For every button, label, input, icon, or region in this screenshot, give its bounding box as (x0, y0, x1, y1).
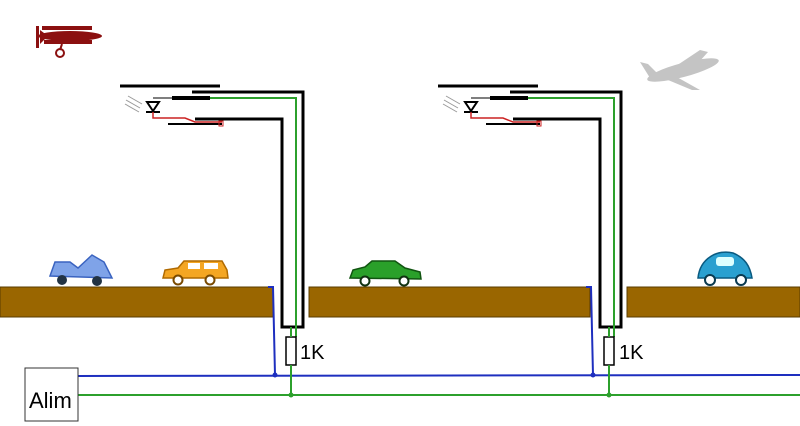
signal-wire (210, 97, 297, 337)
resistor (285, 336, 297, 366)
road-segment (626, 286, 800, 318)
wrecked-car-icon (48, 254, 114, 286)
green-car-icon (348, 260, 422, 287)
positive-bus-wire (77, 374, 800, 377)
resistor-label: 1K (619, 342, 644, 364)
sensor-unit (120, 84, 305, 398)
road (0, 286, 800, 318)
sensor-wire (152, 112, 222, 123)
station-wagon-icon (162, 260, 229, 286)
power-supply-box (24, 367, 79, 422)
junction-dot (288, 392, 294, 398)
positive-wire (268, 286, 276, 376)
airliner-icon (640, 50, 719, 90)
power-supply-label: Alim (29, 388, 72, 413)
blue-beetle-car-icon (697, 251, 753, 286)
road-segment (0, 286, 274, 318)
sensor-post (192, 90, 305, 329)
biplane-icon (36, 26, 102, 58)
resistor-label: 1K (300, 342, 325, 364)
sensor-unit-2 (436, 84, 623, 400)
junction-dot (272, 372, 278, 378)
road-segment (308, 286, 591, 318)
photodiode-icon (124, 95, 161, 113)
